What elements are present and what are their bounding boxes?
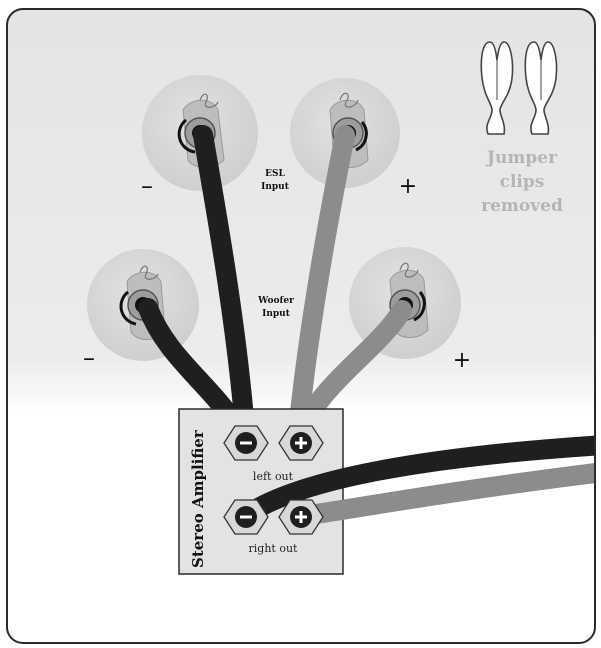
woofer-input-label-line2: Input — [262, 309, 291, 319]
right-out-black-cable — [238, 434, 595, 524]
esl-gray-cable — [288, 125, 355, 442]
jumper-clips-label-line1: Jumper — [485, 148, 558, 168]
left-out-label: left out — [253, 470, 294, 483]
right-out-minus-post — [223, 499, 269, 535]
left-out-minus-post — [223, 425, 269, 461]
left-out-plus-post — [278, 425, 324, 461]
amplifier-title: Stereo Amplifier — [189, 429, 207, 568]
woofer-plus-sign: + — [453, 348, 471, 373]
esl-black-cable — [193, 125, 255, 440]
jumper-clips-label-line3: removed — [481, 196, 563, 216]
right-out-label: right out — [249, 542, 299, 555]
frame-border — [6, 8, 596, 644]
jumper-clips-label-line2: clips — [500, 172, 545, 192]
right-out-gray-cable — [292, 460, 595, 526]
right-out-plus-post — [278, 499, 324, 535]
woofer-input-label-line1: Woofer — [257, 296, 294, 306]
esl-input-label-line1: ESL — [265, 169, 285, 179]
jumper-clips-icon — [480, 41, 558, 135]
esl-input-label-line2: Input — [261, 182, 290, 192]
woofer-minus-sign: – — [83, 344, 95, 372]
esl-plus-sign: + — [399, 174, 417, 199]
esl-minus-sign: – — [141, 172, 153, 200]
